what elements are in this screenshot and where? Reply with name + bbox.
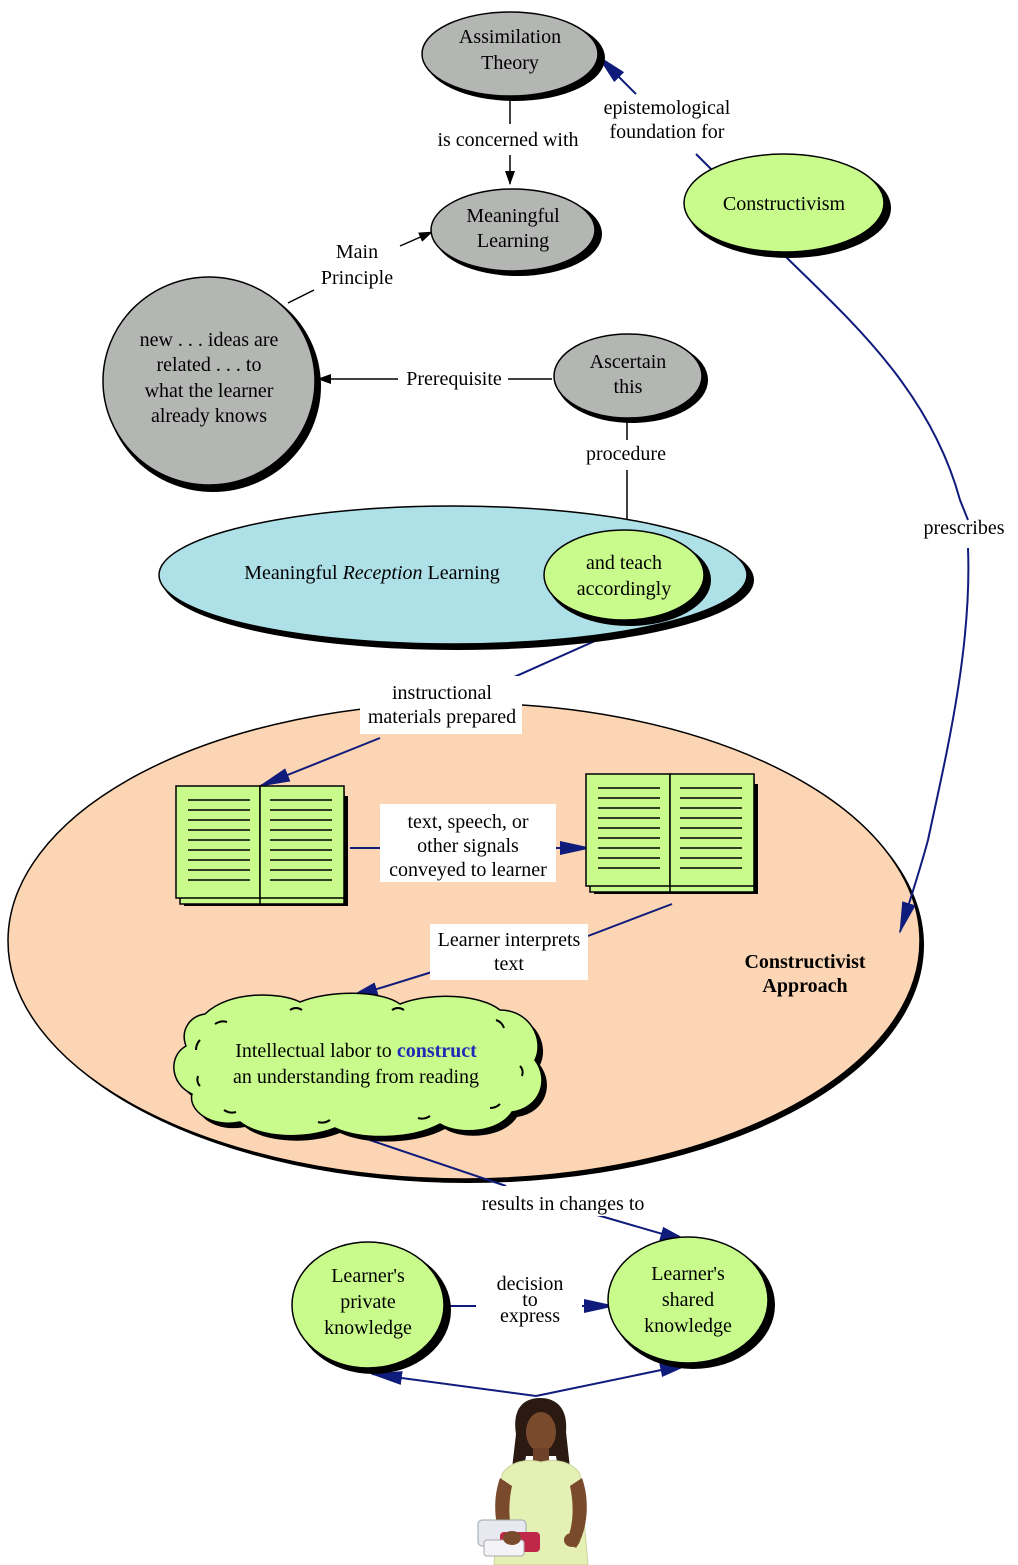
assimilation-theory-node[interactable]: Assimilation Theory <box>421 11 605 101</box>
new-ideas-line4: already knows <box>151 405 267 427</box>
link-arrow <box>399 231 433 247</box>
link-label-epistemological-1: epistemological <box>604 97 731 119</box>
link-label-text-speech-3: conveyed to learner <box>389 859 547 881</box>
link-label-interprets-1: Learner interprets <box>438 929 581 951</box>
link-label-prescribes: prescribes <box>923 517 1004 539</box>
link-arrow <box>535 1363 692 1397</box>
teach-accordingly-line2: accordingly <box>577 578 671 600</box>
ascertain-this-line2: this <box>614 376 643 398</box>
meaningful-learning-line1: Meaningful <box>466 205 560 227</box>
new-ideas-node[interactable]: new . . . ideas are related . . . to wha… <box>102 276 321 492</box>
new-ideas-line1: new . . . ideas are <box>140 329 279 351</box>
open-book-icon <box>585 773 758 894</box>
label-background <box>360 676 522 734</box>
learner-person-icon <box>477 1398 589 1565</box>
link-label-epistemological-2: foundation for <box>610 121 725 143</box>
link-label-text-speech-1: text, speech, or <box>407 811 528 833</box>
link-label-instructional-1: instructional <box>392 682 492 704</box>
intellectual-labor-line2: an understanding from reading <box>233 1066 479 1088</box>
link-arrow <box>258 737 381 787</box>
assimilation-theory-line2: Theory <box>481 52 539 74</box>
meaningful-learning-node[interactable]: Meaningful Learning <box>430 188 602 276</box>
link-line <box>287 289 315 304</box>
link-label-results-in: results in changes to <box>482 1193 645 1215</box>
link-arrow <box>899 547 970 934</box>
label-background <box>380 804 556 882</box>
private-knowledge-line1: Learner's <box>331 1265 405 1287</box>
link-label-text-speech-2: other signals <box>417 835 519 857</box>
assimilation-theory-line1: Assimilation <box>459 26 561 48</box>
meaningful-reception-label: Meaningful Reception Learning <box>244 562 499 584</box>
link-label-procedure: procedure <box>586 443 666 465</box>
link-label-decision-2: to <box>522 1289 538 1311</box>
link-label-instructional-2: materials prepared <box>368 706 516 728</box>
open-book-icon <box>175 785 348 906</box>
constructivism-label: Constructivism <box>723 193 846 215</box>
ascertain-this-node[interactable]: Ascertain this <box>553 333 708 423</box>
shared-knowledge-line2: shared <box>662 1289 714 1311</box>
intellectual-labor-cloud-node[interactable]: Intellectual labor to construct an under… <box>173 992 547 1142</box>
constructivist-approach-line2: Approach <box>762 975 847 997</box>
private-knowledge-line2: private <box>340 1291 396 1313</box>
shared-knowledge-line3: knowledge <box>644 1315 732 1337</box>
link-label-interprets-2: text <box>494 953 524 975</box>
shared-knowledge-node[interactable]: Learner's shared knowledge <box>607 1236 775 1369</box>
link-label-prerequisite: Prerequisite <box>406 368 502 390</box>
private-knowledge-node[interactable]: Learner's private knowledge <box>291 1241 451 1374</box>
teach-accordingly-node[interactable]: and teach accordingly <box>543 529 711 626</box>
constructivist-approach-line1: Constructivist <box>744 951 865 973</box>
shared-knowledge-line1: Learner's <box>651 1263 725 1285</box>
link-arrow <box>370 1371 537 1397</box>
constructivism-node[interactable]: Constructivism <box>683 153 891 258</box>
link-label-decision-3: express <box>500 1305 560 1327</box>
intellectual-labor-line1: Intellectual labor to construct <box>235 1040 477 1062</box>
link-label-main-principle-2: Principle <box>321 267 393 289</box>
teach-accordingly-line1: and teach <box>586 552 662 574</box>
link-label-main-principle-1: Main <box>336 241 378 263</box>
meaningful-learning-line2: Learning <box>477 230 549 252</box>
link-line <box>587 903 673 937</box>
link-label-decision-1: decision <box>497 1273 564 1295</box>
private-knowledge-line3: knowledge <box>324 1317 412 1339</box>
link-line <box>784 255 969 521</box>
label-background <box>430 924 588 980</box>
link-label-is-concerned-with: is concerned with <box>437 129 578 151</box>
link-line <box>351 1133 507 1187</box>
label-background <box>484 1186 644 1216</box>
ascertain-this-line1: Ascertain <box>590 351 667 373</box>
new-ideas-line3: what the learner <box>145 380 274 402</box>
new-ideas-line2: related . . . to <box>157 354 262 376</box>
